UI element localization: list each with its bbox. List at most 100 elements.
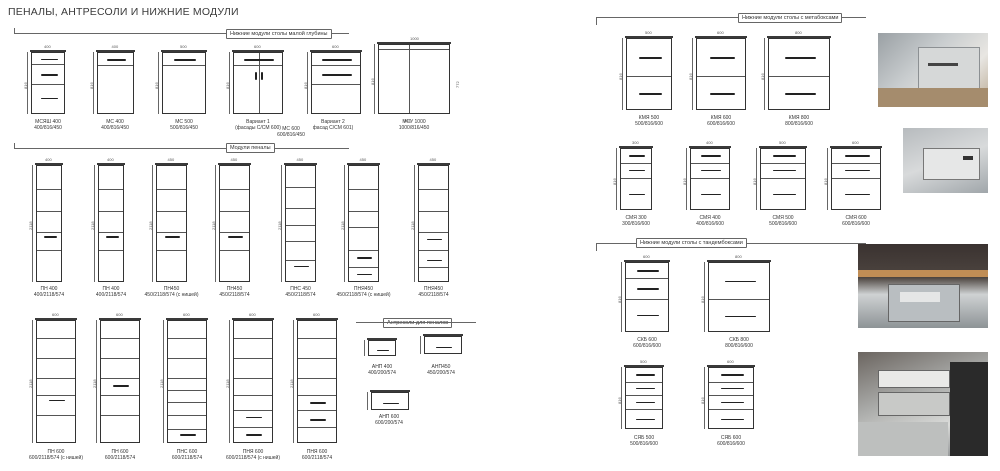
handle xyxy=(720,418,744,421)
handle xyxy=(426,259,443,262)
caption-size: 450/2118/574 xyxy=(418,292,449,298)
handle xyxy=(246,416,262,419)
shelf xyxy=(419,231,448,233)
worktop xyxy=(619,146,653,148)
door-split xyxy=(259,53,260,113)
shelf xyxy=(101,377,139,379)
dim-width: 500 xyxy=(180,44,187,49)
dim-line xyxy=(163,320,164,443)
caption-size: 400/200/574 xyxy=(368,370,396,376)
shelf xyxy=(168,357,206,359)
handle xyxy=(635,401,655,404)
shelf xyxy=(312,65,360,67)
dim-width: 400 xyxy=(45,157,52,162)
photo-drawer-1 xyxy=(878,33,988,107)
handle xyxy=(174,59,196,61)
dim-line xyxy=(621,367,622,429)
handle xyxy=(709,57,735,59)
dim-width: 600 xyxy=(313,312,320,317)
shelf xyxy=(37,231,61,233)
handle xyxy=(244,59,274,61)
shelf xyxy=(32,84,64,85)
cabinet xyxy=(418,165,449,282)
caption-size: 450/200/574 xyxy=(427,370,455,376)
handle xyxy=(701,155,721,157)
handle xyxy=(164,236,181,238)
caption-size: 600/2118/574 xyxy=(171,455,203,461)
shelf xyxy=(691,177,729,179)
dim-line xyxy=(764,38,765,110)
handle xyxy=(635,418,655,421)
worktop xyxy=(296,318,338,320)
shelf xyxy=(349,266,378,268)
shelf xyxy=(99,189,123,191)
caption-size: 600/816/600 xyxy=(707,121,735,127)
handle xyxy=(310,419,326,421)
shelf xyxy=(298,394,336,396)
worktop xyxy=(30,50,66,52)
shelf xyxy=(691,162,729,164)
handle xyxy=(709,93,735,95)
caption-name: МСЯШ 400 xyxy=(35,119,61,125)
shelf xyxy=(234,377,272,379)
shelf xyxy=(37,414,75,416)
section-label-tandem: Нижние модули столы с тандембоксами xyxy=(636,238,747,248)
handle xyxy=(724,315,756,318)
cabinet xyxy=(162,52,206,114)
shelf xyxy=(761,177,805,179)
cabinet xyxy=(167,320,207,443)
shelf xyxy=(298,338,336,340)
dim-line xyxy=(420,336,421,354)
dim-width: 600 xyxy=(249,312,256,317)
worktop xyxy=(624,260,670,262)
dim-line xyxy=(94,165,95,282)
caption-name: МС 400 xyxy=(106,119,124,125)
caption-name: ПНЯ450 xyxy=(423,286,444,292)
shelf xyxy=(626,299,668,301)
worktop xyxy=(218,163,251,165)
dim-line xyxy=(621,262,622,332)
cabinet xyxy=(98,165,124,282)
dim-line xyxy=(622,38,623,110)
worktop xyxy=(695,36,747,38)
handle xyxy=(635,374,655,376)
page-title: ПЕНАЛЫ, АНТРЕСОЛИ И НИЖНИЕ МОДУЛИ xyxy=(8,6,239,18)
caption-name: КМЯ 600 xyxy=(710,115,732,121)
handle xyxy=(772,193,796,196)
caption-name: ПН 600 xyxy=(111,449,129,455)
shelf xyxy=(234,409,272,411)
handle xyxy=(637,270,659,272)
shelf xyxy=(163,65,205,67)
caption-size: 450/2118/574 xyxy=(285,292,316,298)
shelf xyxy=(709,299,769,301)
shelf xyxy=(419,266,448,268)
shelf xyxy=(286,259,315,261)
handle xyxy=(701,169,721,172)
caption-size: 300/816/600 xyxy=(622,221,650,227)
section-divider xyxy=(14,143,15,149)
handle xyxy=(322,74,352,76)
worktop xyxy=(707,365,755,367)
shelf xyxy=(98,65,133,67)
dim-line xyxy=(96,320,97,443)
dim-height-772: 772 xyxy=(455,81,460,88)
handle xyxy=(105,236,119,238)
dim-width: 300 xyxy=(632,140,639,145)
handle xyxy=(49,399,65,402)
caption-name: КМЯ 800 xyxy=(788,115,810,121)
dim-width: 600 xyxy=(643,254,650,259)
cabinet xyxy=(831,148,881,210)
handle xyxy=(227,236,244,238)
shelf xyxy=(37,210,61,212)
shelf xyxy=(234,338,272,340)
handle xyxy=(43,236,57,238)
shelf xyxy=(761,162,805,164)
handle xyxy=(635,387,655,390)
caption-size: 600/816/600 xyxy=(633,343,661,349)
worktop xyxy=(232,318,274,320)
dim-width: 1000 xyxy=(410,36,419,41)
cabinet xyxy=(233,320,273,443)
handle xyxy=(637,314,659,317)
caption-size: 450/2118/574 (с нишей) xyxy=(336,292,391,298)
handle xyxy=(246,434,262,436)
